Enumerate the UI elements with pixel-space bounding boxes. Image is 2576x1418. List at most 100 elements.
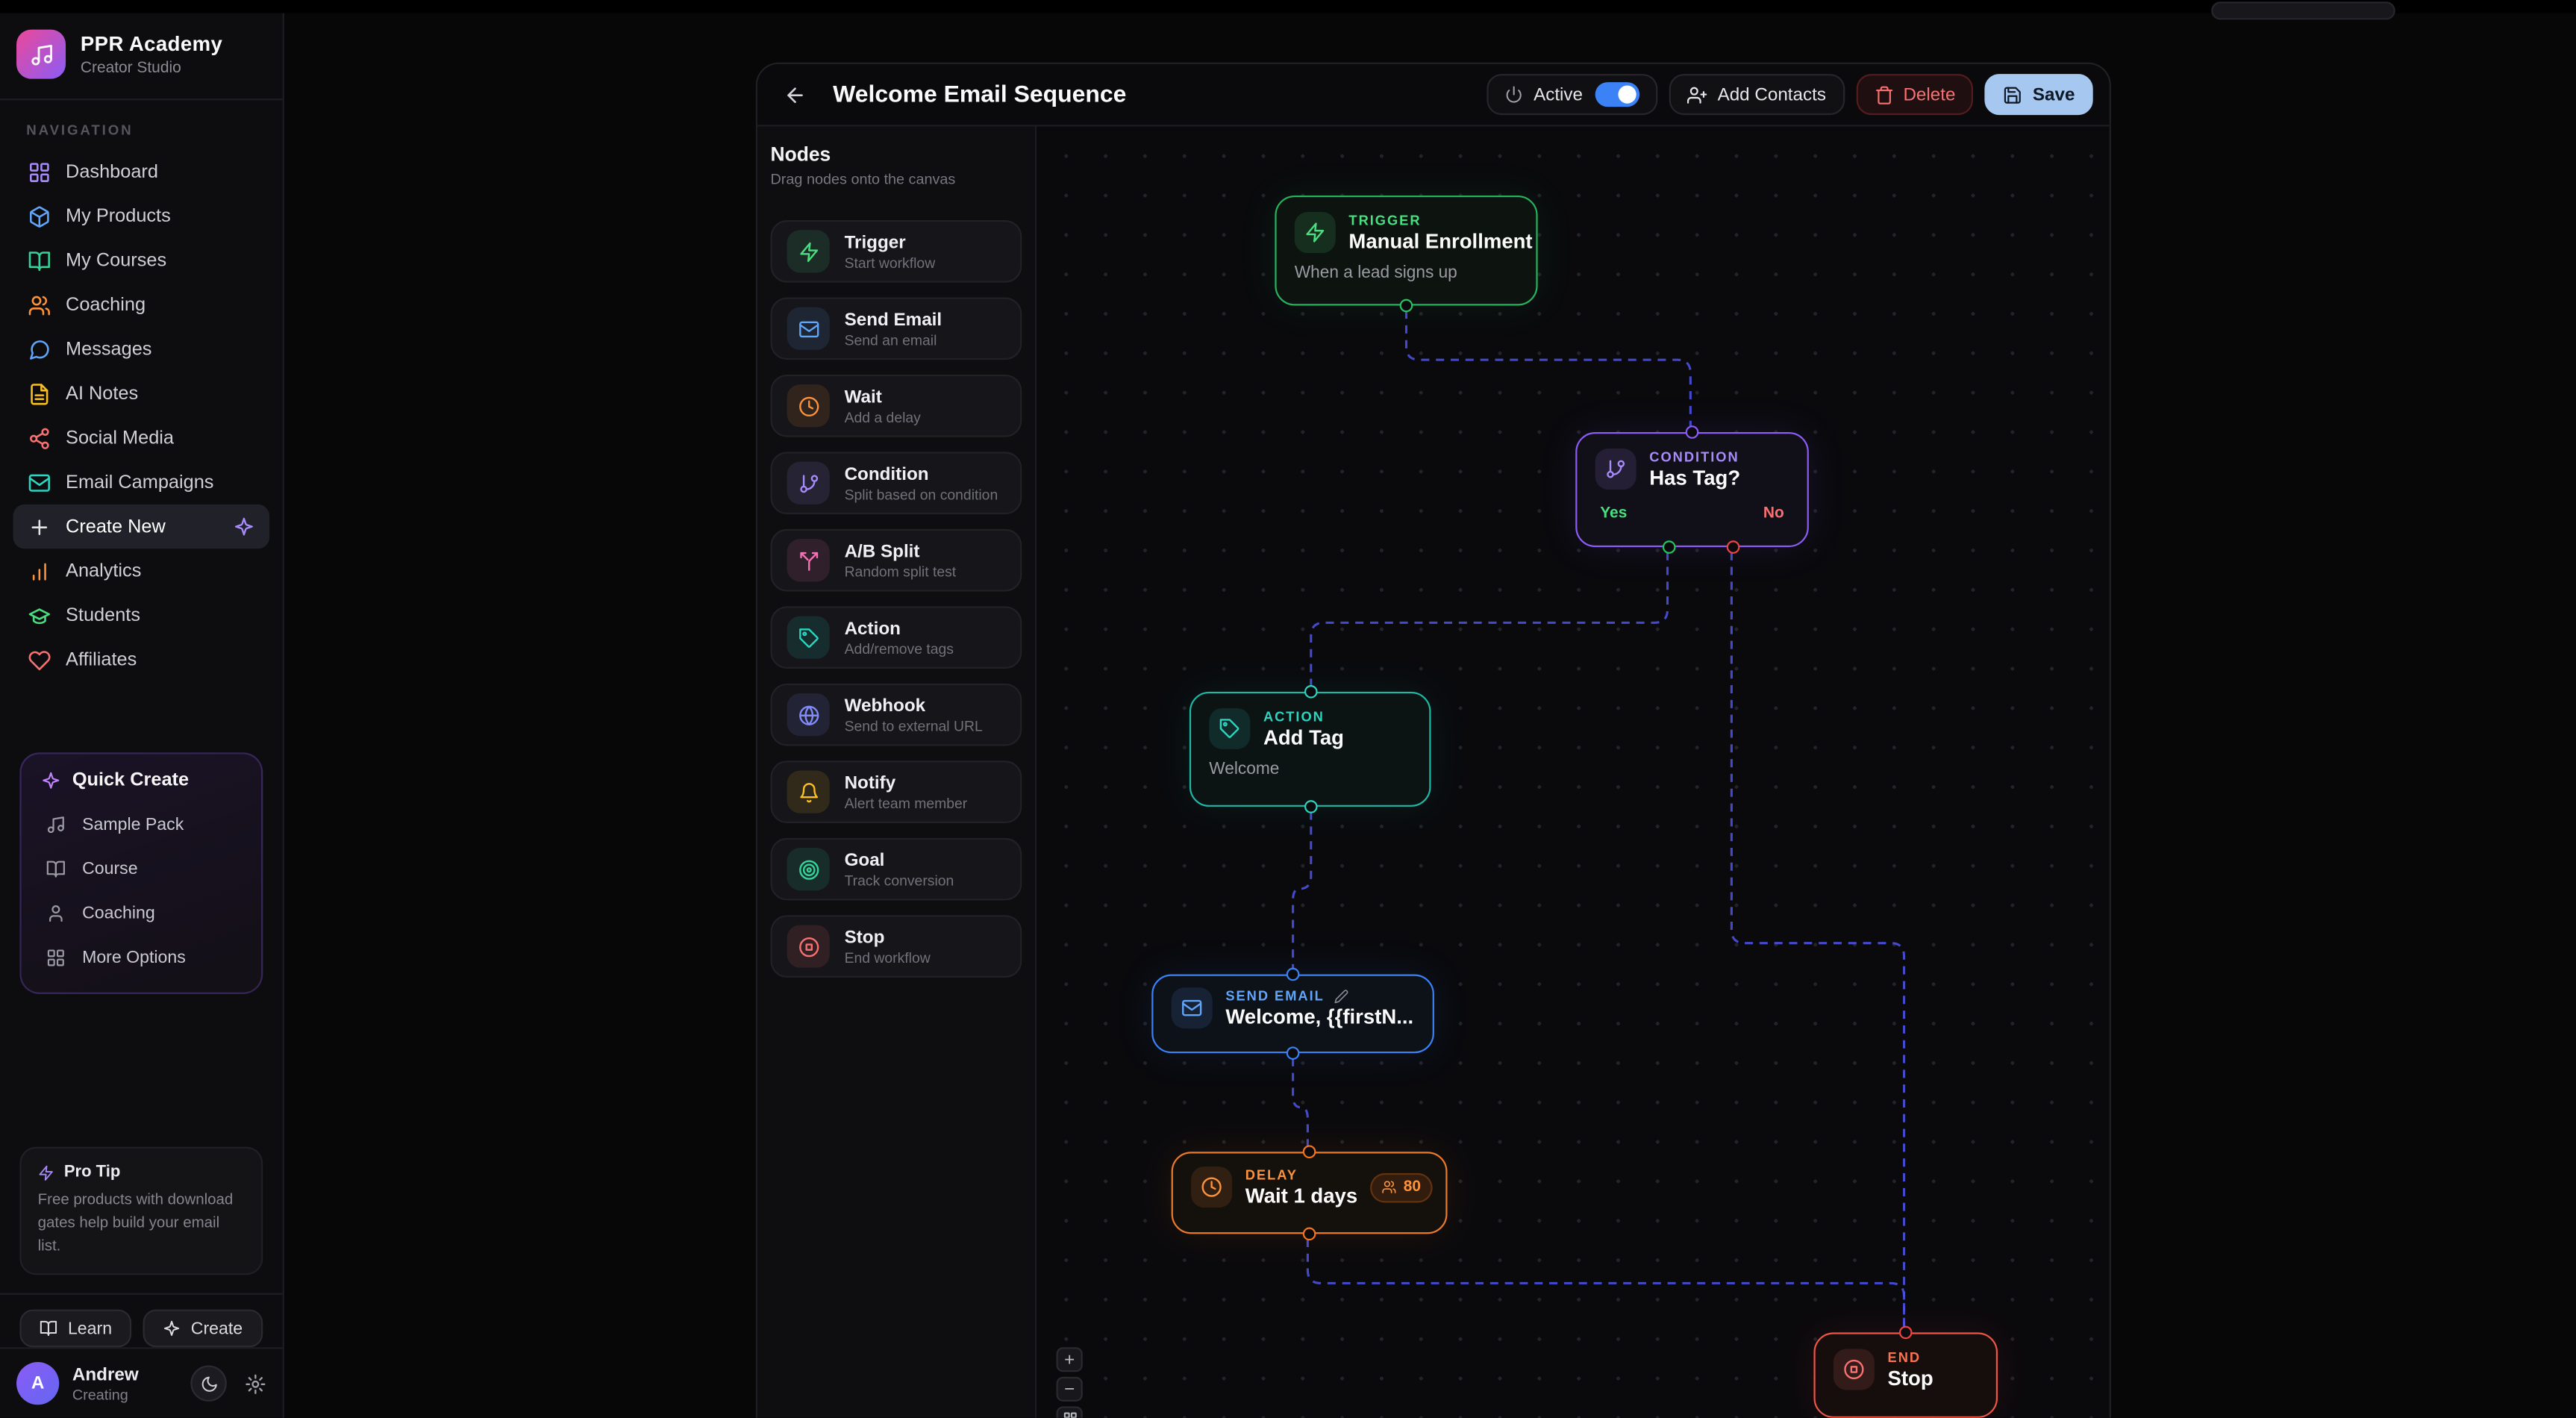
quick-create-sample-pack[interactable]: Sample Pack — [34, 802, 248, 846]
zap-icon — [38, 1164, 54, 1181]
save-button[interactable]: Save — [1985, 74, 2093, 116]
connector-handle-target[interactable] — [1302, 1145, 1316, 1159]
main-stage: Welcome Email Sequence Active Add Contac… — [284, 13, 2576, 1418]
zoom-controls: + − — [1056, 1347, 1083, 1418]
brand: PPR Academy Creator Studio — [0, 13, 283, 99]
connector-handle-target[interactable] — [1303, 685, 1317, 699]
sidebar-item-label: Email Campaigns — [66, 472, 214, 493]
book-icon — [40, 1319, 58, 1337]
sidebar-item-students[interactable]: Students — [13, 593, 269, 637]
sidebar-item-email-campaigns[interactable]: Email Campaigns — [13, 460, 269, 504]
connector-handle-source[interactable] — [1286, 1046, 1300, 1060]
sidebar-item-label: Affiliates — [66, 649, 137, 670]
save-label: Save — [2032, 84, 2075, 104]
sidebar-item-my-courses[interactable]: My Courses — [13, 238, 269, 282]
active-toggle[interactable]: Active — [1487, 74, 1659, 116]
browser-chrome-pill — [2211, 1, 2395, 20]
fit-view-button[interactable] — [1056, 1406, 1083, 1418]
workflow-edges — [1292, 310, 1906, 1328]
canvas-node-delay[interactable]: DELAY Wait 1 days 80 — [1171, 1145, 1448, 1241]
theme-toggle-button[interactable] — [190, 1365, 227, 1402]
connector-handle-target[interactable] — [1286, 967, 1300, 981]
palette-title: Nodes — [770, 143, 831, 166]
user-plus-icon — [1688, 84, 1707, 104]
zoom-out-button[interactable]: − — [1056, 1376, 1083, 1402]
sidebar-item-coaching[interactable]: Coaching — [13, 283, 269, 327]
sidebar-item-my-products[interactable]: My Products — [13, 194, 269, 238]
mail-icon — [787, 307, 830, 350]
ai-notes-icon — [28, 382, 51, 405]
sidebar-item-analytics[interactable]: Analytics — [13, 549, 269, 593]
sidebar-item-create-new[interactable]: Create New — [13, 504, 270, 549]
arrow-left-icon — [784, 83, 807, 106]
coaching-icon — [28, 293, 51, 316]
create-button[interactable]: Create — [143, 1309, 263, 1348]
pro-tip-body: Free products with download gates help b… — [37, 1191, 234, 1254]
workflow-editor: Welcome Email Sequence Active Add Contac… — [755, 62, 2111, 1418]
quick-create-coaching[interactable]: Coaching — [34, 890, 248, 934]
canvas-node-condition[interactable]: CONDITION Has Tag? Yes No — [1575, 425, 1809, 554]
node-palette: Nodes Drag nodes onto the canvas Trigger… — [757, 126, 1037, 1418]
back-button[interactable] — [774, 73, 816, 116]
canvas-node-send-email[interactable]: SEND EMAIL Welcome, {{firstN... — [1151, 967, 1434, 1060]
sidebar-item-messages[interactable]: Messages — [13, 327, 269, 371]
moon-icon — [199, 1375, 217, 1393]
products-icon — [28, 204, 51, 228]
learn-button[interactable]: Learn — [20, 1309, 132, 1348]
edit-pencil-icon[interactable] — [1334, 988, 1349, 1003]
zoom-in-button[interactable]: + — [1056, 1347, 1083, 1372]
add-contacts-button[interactable]: Add Contacts — [1669, 74, 1845, 116]
workflow-canvas[interactable]: TRIGGER Manual Enrollment When a lead si… — [1037, 126, 2110, 1418]
node-subtitle: Welcome — [1209, 760, 1280, 779]
target-icon — [787, 847, 830, 891]
clock-icon — [1191, 1166, 1233, 1208]
connector-handle-yes[interactable] — [1662, 540, 1676, 554]
sidebar-item-dashboard[interactable]: Dashboard — [13, 149, 269, 193]
connector-handle-no[interactable] — [1726, 540, 1740, 554]
canvas-node-trigger[interactable]: TRIGGER Manual Enrollment When a lead si… — [1275, 195, 1538, 313]
delete-button[interactable]: Delete — [1855, 74, 1974, 116]
divider — [0, 99, 283, 101]
edge-condition-no-to-end — [1730, 552, 1906, 1328]
stop-icon — [787, 925, 830, 968]
user-status: Creating — [72, 1385, 128, 1402]
users-icon — [1382, 1180, 1397, 1195]
connector-handle-target[interactable] — [1898, 1325, 1913, 1340]
sidebar-item-affiliates[interactable]: Affiliates — [13, 637, 269, 681]
delete-label: Delete — [1903, 84, 1956, 104]
connector-handle-source[interactable] — [1399, 299, 1413, 313]
editor-actions: Active Add Contacts Delete Save — [1487, 74, 2093, 116]
quick-create-title: Quick Create — [72, 770, 190, 790]
sidebar-item-social-media[interactable]: Social Media — [13, 416, 269, 460]
sidebar-item-label: Social Media — [66, 428, 175, 448]
sidebar-item-label: My Courses — [66, 250, 167, 271]
node-title: Add Tag — [1263, 726, 1344, 749]
canvas-node-end[interactable]: END Stop — [1813, 1325, 1998, 1418]
sparkles-icon — [234, 516, 255, 537]
messages-icon — [28, 337, 51, 360]
canvas-node-action[interactable]: ACTION Add Tag Welcome — [1189, 685, 1431, 813]
quick-create-course[interactable]: Course — [34, 846, 248, 890]
active-switch[interactable] — [1595, 82, 1641, 107]
sidebar-item-label: Coaching — [66, 295, 146, 315]
connector-handle-target[interactable] — [1685, 425, 1699, 439]
connector-handle-source[interactable] — [1302, 1227, 1316, 1241]
condition-yes-label: Yes — [1600, 504, 1628, 523]
connector-handle-source[interactable] — [1303, 800, 1317, 813]
node-kind-label: ACTION — [1263, 708, 1325, 725]
edge-condition-yes-to-action — [1310, 552, 1669, 687]
quick-create-more-options[interactable]: More Options — [34, 935, 248, 979]
sidebar-item-ai-notes[interactable]: AI Notes — [13, 372, 269, 416]
settings-button[interactable] — [245, 1372, 266, 1394]
pro-tip-card: Pro Tip Free products with download gate… — [19, 1146, 263, 1275]
